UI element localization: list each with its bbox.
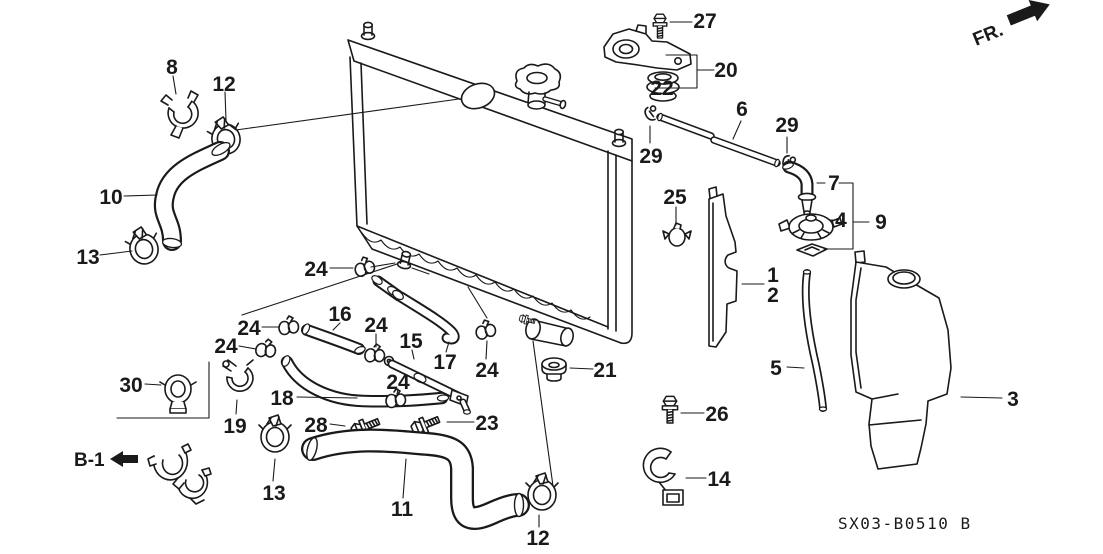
hose-17 <box>371 275 460 345</box>
callout-12: 12 <box>526 527 549 550</box>
clip-29-left <box>643 104 659 122</box>
callout-17: 17 <box>433 351 456 374</box>
seal-plate-1-2 <box>708 186 738 348</box>
clamp-14 <box>642 447 684 506</box>
callout-23: 23 <box>475 412 498 435</box>
bolt-26 <box>661 395 679 424</box>
callout-13: 13 <box>262 482 285 505</box>
clamp-13-bottom <box>258 414 292 453</box>
callout-24: 24 <box>364 314 388 337</box>
clamp-12-bottom <box>525 472 559 511</box>
callout-3: 3 <box>1007 388 1019 411</box>
mount-bracket-20 <box>603 24 692 71</box>
b1-label: B-1 <box>74 450 105 471</box>
hose-16 <box>301 323 366 355</box>
clip-8 <box>160 90 199 139</box>
hose-5 <box>801 269 828 412</box>
tube-6 <box>656 112 781 168</box>
bolt-27 <box>652 13 668 39</box>
callout-24: 24 <box>237 317 261 340</box>
callout-1: 1 <box>767 264 779 287</box>
cap-gasket <box>796 243 828 257</box>
callout-24: 24 <box>304 258 328 281</box>
hose-10 <box>153 141 231 251</box>
callout-10: 10 <box>99 186 122 209</box>
callout-24: 24 <box>214 335 238 358</box>
callout-29: 29 <box>775 114 798 137</box>
radiator-assembly <box>347 21 633 347</box>
callout-9: 9 <box>875 211 887 234</box>
callout-8: 8 <box>166 56 178 79</box>
radiator-outlet <box>518 313 574 347</box>
callout-26: 26 <box>705 403 728 426</box>
b1-view-ref: B-1 <box>74 450 138 471</box>
callout-7: 7 <box>828 172 840 195</box>
callout-24: 24 <box>386 371 410 394</box>
b1-left-arrow-icon <box>110 451 138 467</box>
callout-19: 19 <box>223 415 246 438</box>
callout-18: 18 <box>270 387 294 410</box>
drain-plug-21 <box>541 357 567 382</box>
callout-25: 25 <box>663 186 687 209</box>
clip-24-c <box>253 336 279 361</box>
radiator-cap-4 <box>778 213 843 241</box>
fr-direction: FR. <box>970 0 1050 51</box>
callout-14: 14 <box>707 468 731 491</box>
construction-lines <box>241 262 488 319</box>
bracket-9-lines <box>823 182 870 250</box>
bracket-20-lines <box>654 54 715 89</box>
filler-neck <box>460 82 496 110</box>
callout-15: 15 <box>399 330 423 353</box>
holder-clips-b1 <box>147 443 212 505</box>
callout-2: 2 <box>767 284 779 307</box>
callout-30: 30 <box>119 374 142 397</box>
leader-lines <box>99 21 1003 528</box>
callout-29: 29 <box>639 145 662 168</box>
callout-6: 6 <box>736 98 748 121</box>
joint-elbow-7 <box>782 160 817 216</box>
radiator-peg-right <box>611 128 627 148</box>
holder-30 <box>159 374 197 414</box>
callout-12: 12 <box>212 73 235 96</box>
diagram-code: SX03-B0510 B <box>838 514 972 533</box>
callout-27: 27 <box>693 10 716 33</box>
clip-25 <box>662 222 692 247</box>
clip-24-b <box>278 315 300 336</box>
clamp-19 <box>222 359 254 392</box>
reserve-tank-3 <box>850 250 952 470</box>
callout-20: 20 <box>714 59 737 82</box>
callout-16: 16 <box>328 303 351 326</box>
callout-13: 13 <box>76 246 99 269</box>
hose-18 <box>280 355 450 408</box>
hose-11 <box>301 428 530 530</box>
overflow-cap <box>514 63 567 110</box>
callout-4: 4 <box>835 209 847 232</box>
radiator-peg-top <box>360 21 376 41</box>
callout-21: 21 <box>593 359 617 382</box>
callout-11: 11 <box>391 498 414 521</box>
callout-28: 28 <box>304 414 328 437</box>
clamp-13-left <box>122 222 165 269</box>
grommet-22 <box>646 71 680 102</box>
pipe-15 <box>383 355 472 415</box>
callout-22: 22 <box>650 77 673 100</box>
clip-24-d <box>363 341 387 365</box>
callout-5: 5 <box>770 357 782 380</box>
clip-24-f <box>473 317 498 341</box>
callout-24: 24 <box>475 359 499 382</box>
fr-label: FR. <box>970 20 1006 51</box>
fr-arrow-icon <box>1006 0 1050 26</box>
